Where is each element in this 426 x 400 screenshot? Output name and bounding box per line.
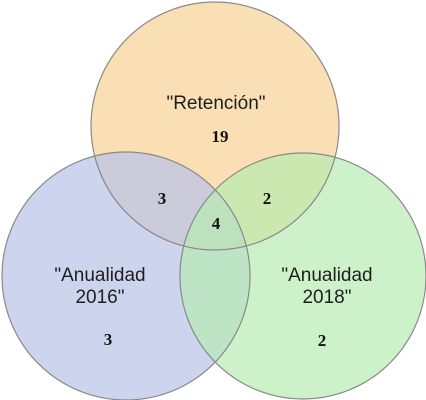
count-anualidad-2016-only: 3 bbox=[104, 330, 113, 349]
count-retencion-2018: 2 bbox=[263, 189, 272, 208]
label-anualidad-2018-line-1: "Anualidad bbox=[281, 265, 372, 286]
region-counts: 19 3 2 4 3 2 bbox=[104, 127, 327, 350]
count-retencion-only: 19 bbox=[212, 127, 229, 146]
outline-anualidad-2016 bbox=[1, 151, 251, 400]
label-retencion: "Retención" bbox=[166, 93, 265, 114]
set-labels: "Retención" "Anualidad 2016" "Anualidad … bbox=[54, 93, 372, 308]
label-anualidad-2016-line-2: 2016" bbox=[75, 287, 124, 308]
circle-anualidad-2016 bbox=[2, 152, 250, 400]
outline-retencion bbox=[90, 1, 340, 251]
label-anualidad-2016-line-1: "Anualidad bbox=[54, 265, 145, 286]
label-anualidad-2018-line-2: 2018" bbox=[302, 287, 351, 308]
count-retencion-2016: 3 bbox=[158, 189, 167, 208]
outline-anualidad-2018 bbox=[179, 152, 426, 400]
count-all-three: 4 bbox=[212, 214, 221, 233]
count-anualidad-2018-only: 2 bbox=[318, 331, 327, 350]
circle-anualidad-2018 bbox=[180, 153, 426, 399]
